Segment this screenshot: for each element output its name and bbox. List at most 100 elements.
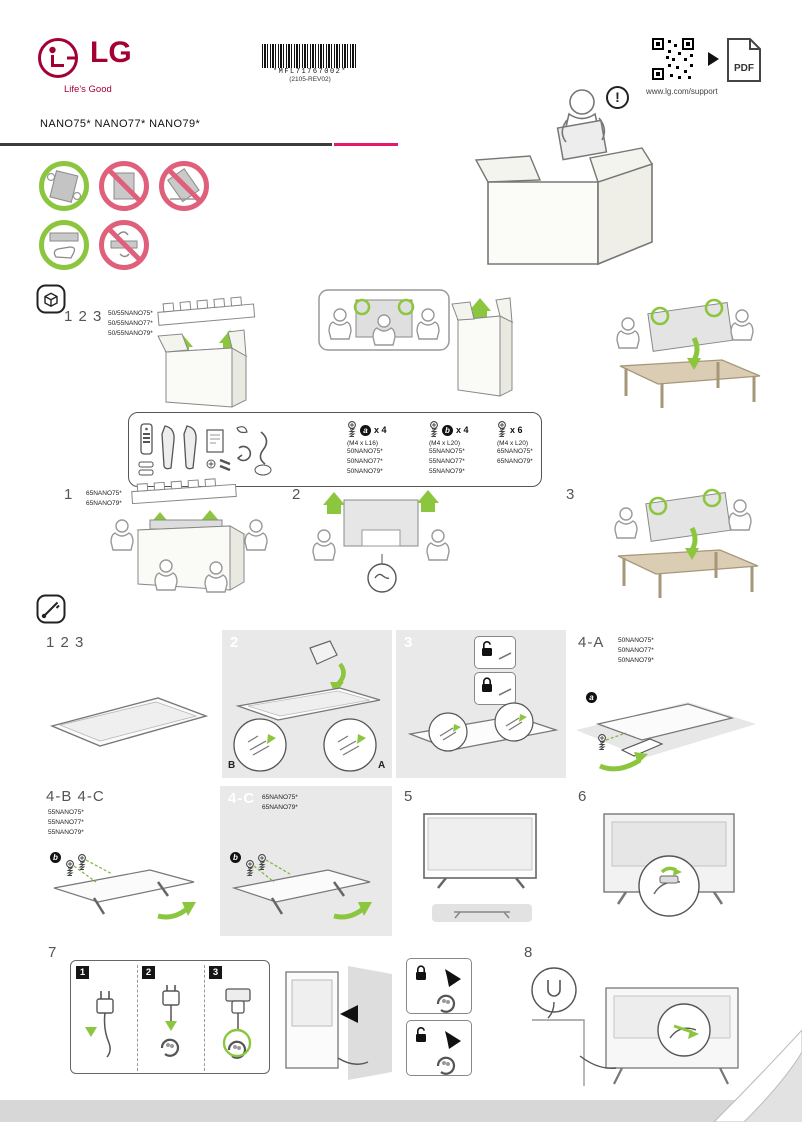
screw-stand-illustration <box>231 854 372 920</box>
safety-ok-tilt-icon <box>38 160 90 217</box>
stand-neck-illustration <box>233 640 381 772</box>
model: 65NANO79* <box>497 457 533 465</box>
screw-6-qty: x 6 <box>510 425 523 435</box>
screw-b-spec: b x 4 (M4 x L20) 55NANO75* 55NANO77* 55N… <box>429 420 499 476</box>
assembly-panel-4a: 4-A 50NANO75* 50NANO77* 50NANO79* a <box>570 630 762 778</box>
unbox-lift-frame-illustration <box>318 289 450 356</box>
substep-divider <box>137 965 138 1071</box>
substep-3-badge: 3 <box>209 966 222 979</box>
page-curl <box>714 1030 802 1122</box>
unbox-step1-label: 1 <box>64 486 74 503</box>
model: 65NANO75* <box>497 448 533 455</box>
accessory-icons <box>138 423 272 476</box>
assembly-panel-6: 6 <box>570 786 762 936</box>
assembly-panel-2: 2 B A <box>222 630 392 778</box>
screw-6-models: 65NANO75* 65NANO79* <box>497 447 541 467</box>
assembly-5-label: 5 <box>404 788 414 805</box>
model: 50NANO77* <box>347 457 383 465</box>
barcode-bars <box>262 44 358 68</box>
substep-1-badge: 1 <box>76 966 89 979</box>
assembly-4bc-label: 4-B 4-C <box>46 788 105 805</box>
assembly-4c-label: 4-C <box>228 790 256 807</box>
screw-6-spec: x 6 (M4 x L20) 65NANO75* 65NANO79* <box>497 420 541 467</box>
plug-clip-illustration <box>160 985 180 1057</box>
unbox-step1-models: 65NANO75* 65NANO79* <box>86 489 122 509</box>
accessory-box: a x 4 (M4 x L16) 50NANO75* 50NANO77* 50N… <box>128 412 542 487</box>
safety-no-front-icon <box>98 160 150 217</box>
model: 55NANO77* <box>429 457 465 465</box>
unbox-step2-illustration <box>306 476 458 603</box>
assembly-4c-models: 65NANO75* 65NANO79* <box>262 793 298 813</box>
screw-icon <box>348 421 356 438</box>
plug-secured-illustration <box>222 988 252 1059</box>
divider-pink <box>334 143 398 146</box>
unbox-step2-label: 2 <box>292 486 302 503</box>
unbox-foam-box-illustration <box>148 288 268 417</box>
model: 55NANO79* <box>429 467 465 475</box>
screw-icon <box>498 421 506 438</box>
callout-a: A <box>378 760 386 771</box>
model: 50/55NANO77* <box>108 319 153 327</box>
support-url: www.lg.com/support <box>646 87 718 96</box>
unbox-step1-illustration <box>104 476 274 601</box>
model: 50NANO79* <box>347 467 383 475</box>
model: 55NANO77* <box>48 818 84 826</box>
assembly-6-label: 6 <box>578 788 588 805</box>
model-names: NANO75* NANO77* NANO79* <box>40 118 201 130</box>
model: 65NANO79* <box>262 803 298 811</box>
lock-step-box <box>474 672 516 705</box>
safety-no-corner-icon <box>158 160 210 217</box>
safety-ok-hand-icon <box>38 219 90 276</box>
screw-a-badge: a <box>360 424 371 436</box>
unbox-step3-label: 3 <box>566 486 576 503</box>
assembly-4c-badge: b <box>230 852 241 863</box>
model: 65NANO75* <box>86 490 122 497</box>
cable-substeps-box: 1 2 3 <box>70 960 270 1074</box>
qr-code <box>650 36 696 87</box>
assembly-panel-3: 3 <box>396 630 566 778</box>
substep-2-badge: 2 <box>142 966 155 979</box>
assembly-panel-123: 1 2 3 <box>40 630 218 778</box>
model: 55NANO75* <box>429 448 465 455</box>
assembly-2-label: 2 <box>230 634 240 651</box>
assembly-123-label: 1 2 3 <box>46 634 85 651</box>
tv-back-bracket-illustration <box>603 813 735 917</box>
screw-6-size: (M4 x L20) <box>497 440 529 447</box>
plug-illustration <box>85 991 114 1058</box>
page-bottom-strip <box>0 1100 802 1122</box>
lg-tagline: Life's Good <box>64 84 112 95</box>
tv-back-wall-illustration <box>285 966 392 1080</box>
screw-a-spec: a x 4 (M4 x L16) 50NANO75* 50NANO77* 50N… <box>347 420 427 476</box>
model: 50NANO77* <box>618 646 654 654</box>
model: 50NANO75* <box>618 637 654 644</box>
screw-b-models: 55NANO75* 55NANO77* 55NANO79* <box>429 447 499 476</box>
safety-no-pinch-icon <box>98 219 150 276</box>
screw-a-models: 50NANO75* 50NANO77* 50NANO79* <box>347 447 427 476</box>
lg-logo <box>36 34 86 87</box>
screw-a-qty: x 4 <box>374 425 387 435</box>
model: 55NANO75* <box>48 809 84 816</box>
arrow-right-icon <box>706 51 720 72</box>
model: 50NANO75* <box>347 448 383 455</box>
tv-facedown-illustration <box>49 697 209 747</box>
model: 65NANO75* <box>262 794 298 801</box>
divider-dark <box>0 143 332 146</box>
callout-b: B <box>228 760 236 771</box>
barcode-revision: (2105-REV02) <box>289 76 331 83</box>
caution-icon: ! <box>606 86 629 109</box>
cable-panel-7: 7 1 2 3 <box>40 944 404 1094</box>
assembly-4bc-badge: b <box>50 852 61 863</box>
clip-lock-box <box>406 958 472 1014</box>
assembly-4a-badge: a <box>586 692 597 703</box>
unbox-group-models: 50/55NANO75* 50/55NANO77* 50/55NANO79* <box>108 309 153 338</box>
screw-icon <box>430 421 438 438</box>
cable-8-label: 8 <box>524 944 534 961</box>
assembly-4bc-models: 55NANO75* 55NANO77* 55NANO79* <box>48 808 84 837</box>
assembly-3-label: 3 <box>404 634 414 651</box>
unbox-person-illustration <box>470 78 680 288</box>
unbox-step3-illustration <box>600 476 768 605</box>
model: 55NANO79* <box>48 828 84 836</box>
barcode: *MFL71767002* (2105-REV02) <box>262 44 358 83</box>
unbox-section-icon <box>36 284 66 319</box>
